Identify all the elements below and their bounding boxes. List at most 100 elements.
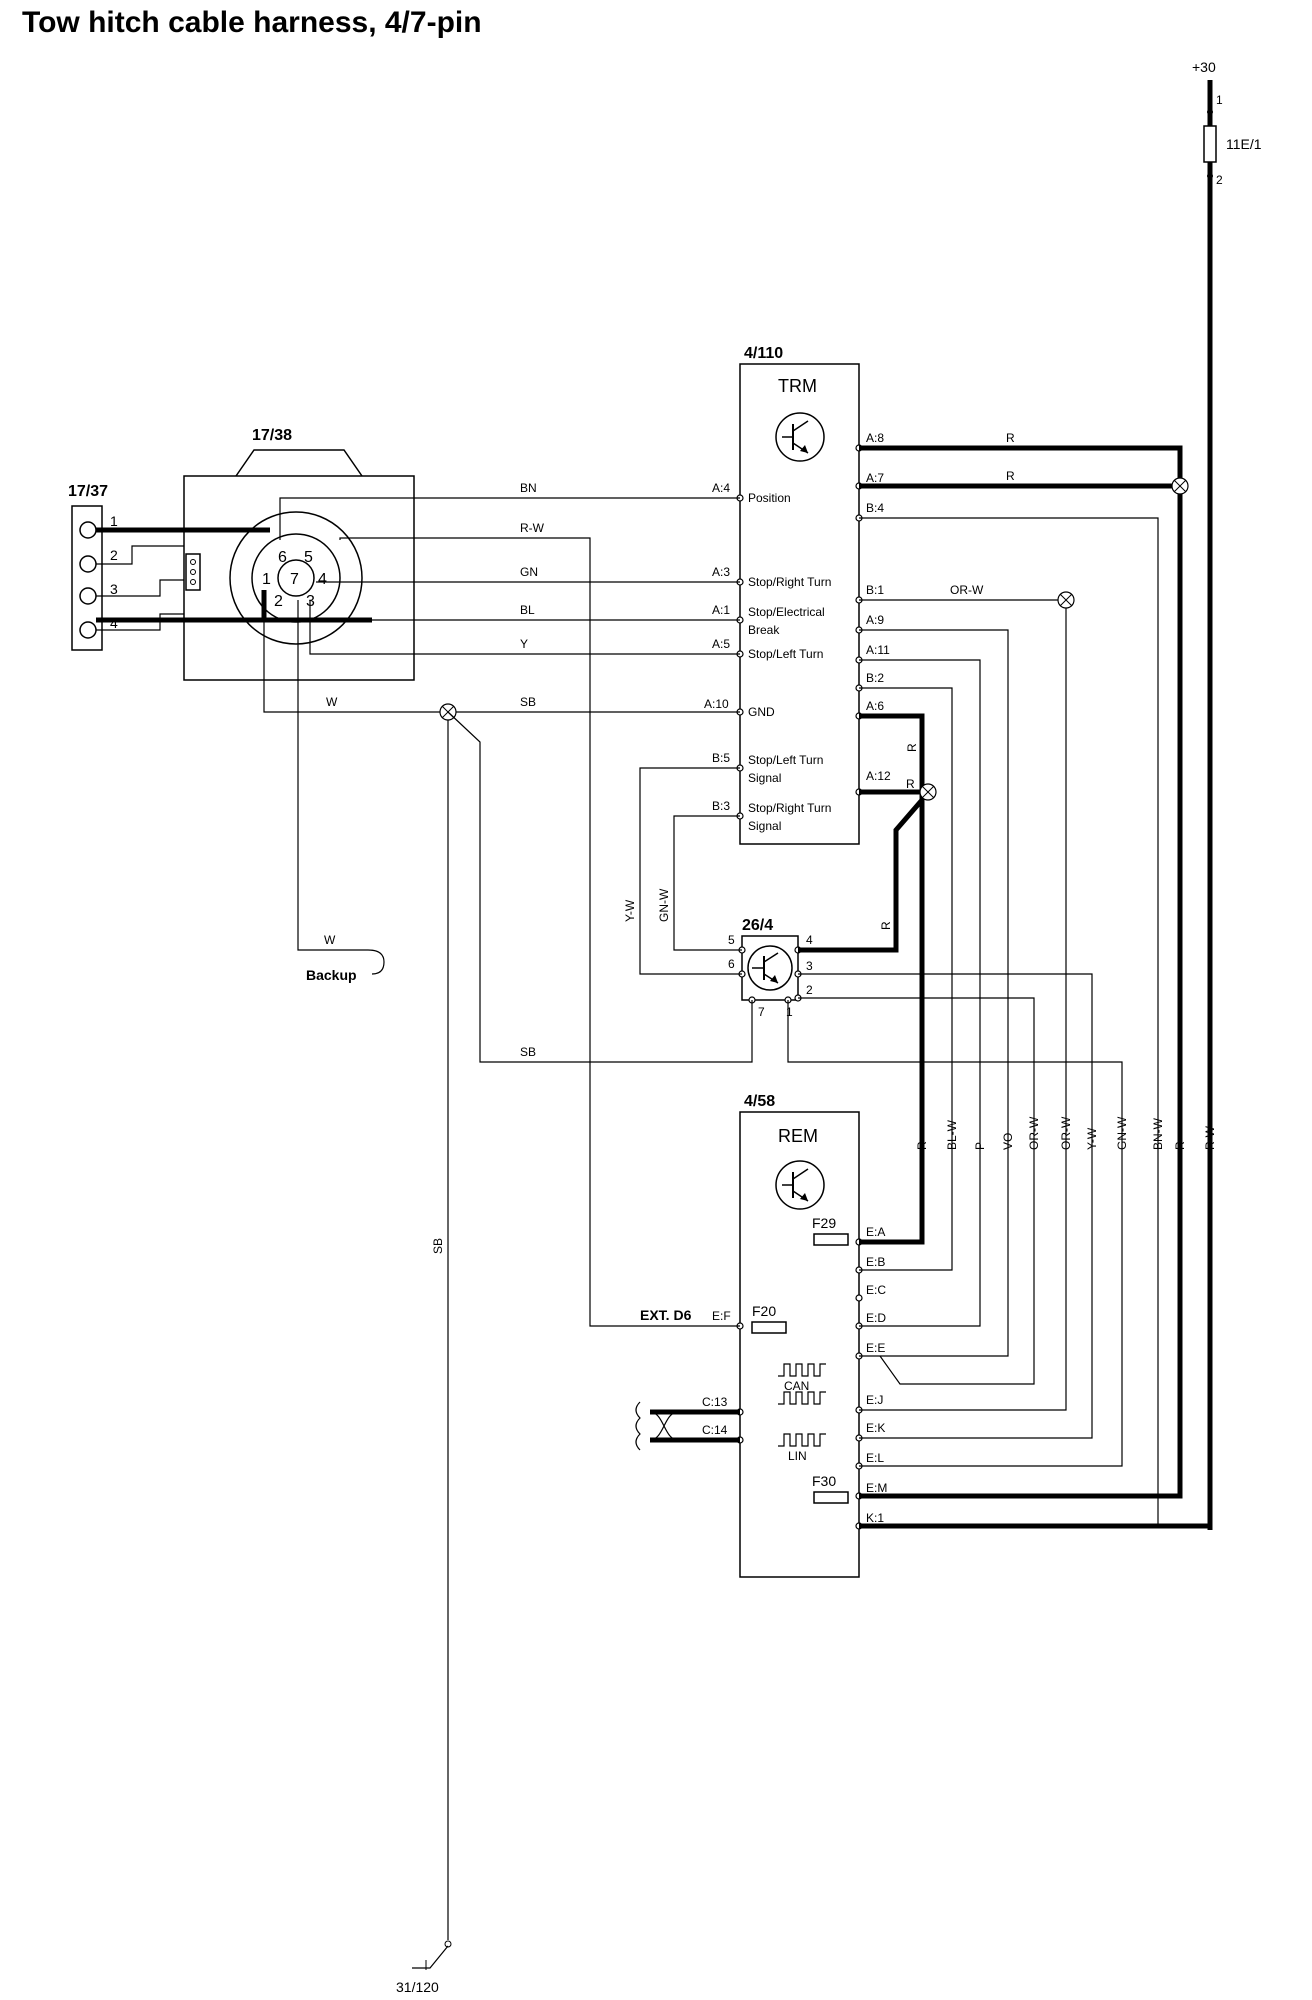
splice-icon: [919, 783, 937, 801]
transistor-icon: [775, 412, 825, 462]
trm-pin-b3: B:3: [712, 799, 730, 813]
wire-gnw-label: GN-W: [657, 888, 671, 922]
supply-30: +30 1 11E/1 2: [1192, 59, 1262, 1530]
wire-sb-vertical-label: SB: [431, 1238, 445, 1254]
wire-orw-label: OR-W: [950, 583, 984, 597]
wire-r-rem-label-2: R: [1173, 1141, 1187, 1150]
fuse-f20-label: F20: [752, 1303, 776, 1319]
wire-sb-label: SB: [520, 695, 536, 709]
trm-ref: 4/110: [744, 345, 783, 362]
wire-y-label: Y: [520, 637, 528, 651]
rem-pin-ef: E:F: [712, 1309, 731, 1323]
trm-pin-b5: B:5: [712, 751, 730, 765]
socket7-pin-6: 6: [278, 549, 287, 566]
trm-pin-b4: B:4: [866, 501, 884, 515]
trm-label-stop-electrical: Stop/Electrical: [748, 605, 825, 619]
wire-gn-label: GN: [520, 565, 538, 579]
fuse-11e1: [1203, 125, 1217, 163]
trm-pin-b1: B:1: [866, 583, 884, 597]
trm-label-stop-right-turn: Stop/Right Turn: [748, 575, 831, 589]
trm-label-signal-left: Signal: [748, 771, 781, 785]
relay-pin-6: 6: [728, 957, 735, 971]
socket7-ref: 17/38: [252, 427, 292, 444]
rem-pin-el: E:L: [866, 1451, 884, 1465]
wires: BN R-W GN BL Y W SB SB SB W Backup: [96, 431, 1217, 1995]
trm-pin-a10: A:10: [704, 697, 729, 711]
wire-w-label: W: [326, 695, 338, 709]
fuse-11e1-label: 11E/1: [1226, 136, 1262, 152]
relay-pin-2: 2: [806, 983, 813, 997]
rem-pin-em: E:M: [866, 1481, 887, 1495]
wire-r-rem-label: R: [915, 1141, 929, 1150]
rem-pin-ej: E:J: [866, 1393, 883, 1407]
wire-w-backup-label: W: [324, 933, 336, 947]
wire-yw-rem-label: Y-W: [1085, 1127, 1099, 1150]
supply-pin-top: 1: [1216, 93, 1223, 107]
trm-pin-a12: A:12: [866, 769, 891, 783]
wire-r-a8-label: R: [1006, 431, 1015, 445]
socket7-pin-1: 1: [262, 571, 271, 588]
lin-label: LIN: [788, 1449, 807, 1463]
trm-label-break: Break: [748, 623, 780, 637]
rem-pin-c13: C:13: [702, 1395, 728, 1409]
trm-pin-a5: A:5: [712, 637, 730, 651]
splice-icon: [1057, 591, 1075, 609]
socket-4pin: 17/37 1 2 3 4: [68, 483, 118, 651]
wire-bl-label: BL: [520, 603, 535, 617]
rem-pin-eb: E:B: [866, 1255, 885, 1269]
fuse-f29: [813, 1233, 849, 1246]
trm-pin-a7: A:7: [866, 471, 884, 485]
relay-pin-5: 5: [728, 933, 735, 947]
relay-pin-1: 1: [786, 1005, 793, 1019]
relay-26-4: 26/4 5 6 4 3 2 7 1: [728, 917, 813, 1019]
transistor-icon: [775, 1160, 825, 1210]
backup-label: Backup: [306, 967, 357, 983]
socket4-ref: 17/37: [68, 483, 108, 500]
fuse-f30: [813, 1491, 849, 1504]
supply-pin-bottom: 2: [1216, 173, 1223, 187]
rem-pin-ec: E:C: [866, 1283, 886, 1297]
wire-r-a12-label: R: [906, 777, 915, 791]
wire-rw-label: R-W: [520, 521, 545, 535]
socket4-pin-2: 2: [110, 547, 118, 563]
trm-label-stop-left-turn: Stop/Left Turn: [748, 647, 823, 661]
trm-pin-a8: A:8: [866, 431, 884, 445]
rem-pin-k1: K:1: [866, 1511, 884, 1525]
wire-orw-rem-label-2: OR-W: [1059, 1116, 1073, 1150]
trm-pin-a9: A:9: [866, 613, 884, 627]
fuse-f29-label: F29: [812, 1215, 836, 1231]
ext-d6-label: EXT. D6: [640, 1307, 692, 1323]
socket7-pin-2: 2: [274, 593, 283, 610]
rem-pin-ea: E:A: [866, 1225, 885, 1239]
relay-pin-3: 3: [806, 959, 813, 973]
rem-ref: 4/58: [744, 1093, 775, 1110]
trm-module: 4/110 TRM A:4 A:3 A:1 A:5 A:10 B:5 B:3 P…: [704, 345, 891, 845]
wire-bn-label: BN: [520, 481, 537, 495]
rem-pin-ek: E:K: [866, 1421, 885, 1435]
socket7-pin-7: 7: [290, 571, 299, 588]
wire-gnw-rem-label: GN-W: [1115, 1116, 1129, 1150]
trm-label-gnd: GND: [748, 705, 775, 719]
socket7-pin-4: 4: [318, 571, 327, 588]
wire-orw-rem-label-1: OR-W: [1027, 1116, 1041, 1150]
trm-label-signal-right: Signal: [748, 819, 781, 833]
supply-label: +30: [1192, 59, 1216, 75]
trm-pin-a6: A:6: [866, 699, 884, 713]
socket4-pin-4: 4: [110, 615, 118, 631]
rem-name: REM: [778, 1126, 818, 1146]
trm-pin-a4: A:4: [712, 481, 730, 495]
splice-icon: [1171, 477, 1189, 495]
relay-pin-7: 7: [758, 1005, 765, 1019]
trm-pin-a1: A:1: [712, 603, 730, 617]
socket7-pin-5: 5: [304, 549, 313, 566]
rem-pin-ee: E:E: [866, 1341, 885, 1355]
wire-r-relay-label: R: [879, 921, 893, 930]
relay-pin-4: 4: [806, 933, 813, 947]
trm-pin-a3: A:3: [712, 565, 730, 579]
rem-pin-ed: E:D: [866, 1311, 886, 1325]
fuse-f30-label: F30: [812, 1473, 836, 1489]
wire-yw-label: Y-W: [623, 899, 637, 922]
relay-ref: 26/4: [742, 917, 773, 934]
trm-pin-b2: B:2: [866, 671, 884, 685]
wire-rw-rem-label: R-W: [1203, 1125, 1217, 1150]
